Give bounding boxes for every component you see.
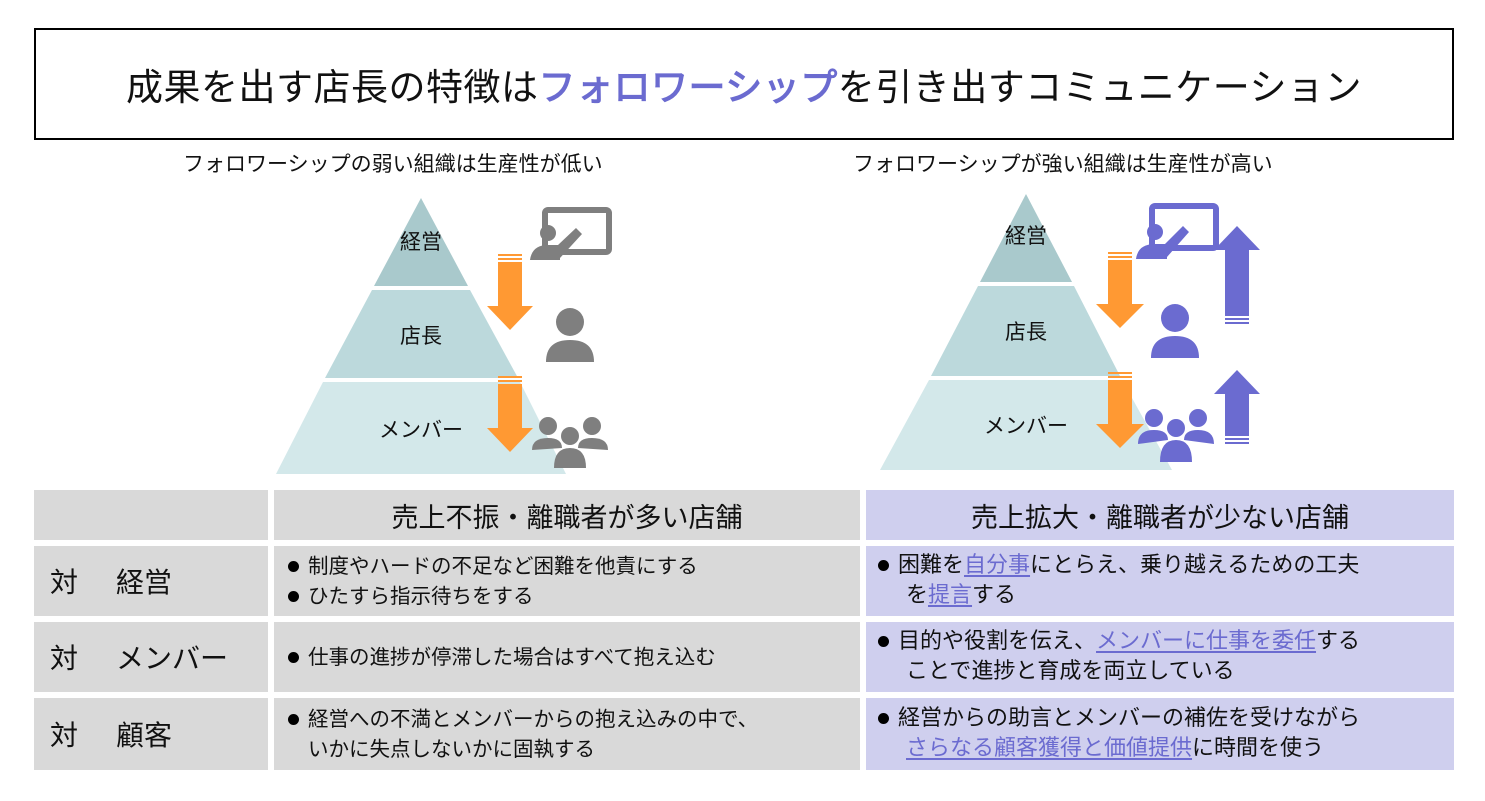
bullet-continuation: さらなる顧客獲得と価値提供に時間を使う bbox=[906, 736, 1325, 761]
person-icon bbox=[1151, 304, 1199, 358]
title-before: 成果を出す店長の特徴は bbox=[125, 66, 539, 109]
bullet-item: 目的や役割を伝え、メンバーに仕事を委任する bbox=[878, 627, 1360, 657]
bullet-dot-icon bbox=[288, 561, 299, 572]
poor-store-cell: 制度やハードの不足など困難を他責にする ひたすら指示待ちをする bbox=[274, 546, 860, 616]
bullet-dot-icon bbox=[288, 714, 299, 725]
pyramid-tier-bottom bbox=[880, 380, 1172, 470]
bullet-item: 困難を自分事にとらえ、乗り越えるための工夫 bbox=[878, 551, 1359, 581]
down-arrow-icon bbox=[1096, 372, 1144, 448]
presenter-icon bbox=[530, 207, 612, 260]
bullet-dot-icon bbox=[878, 636, 889, 647]
right-caption: フォロワーシップが強い組織は生産性が高い bbox=[853, 152, 1273, 176]
up-arrow-icon bbox=[1214, 370, 1260, 444]
tier-label-store-manager: 店長 bbox=[400, 324, 442, 348]
bullet-dot-icon bbox=[288, 652, 299, 663]
header-poor-store: 売上不振・離職者が多い店舗 bbox=[274, 490, 860, 540]
comparison-table: 売上不振・離職者が多い店舗 売上拡大・離職者が少ない店舗 対経営 制度やハードの… bbox=[34, 490, 1454, 776]
bullet-dot-icon bbox=[878, 713, 889, 724]
presenter-icon bbox=[1136, 203, 1219, 259]
pyramid-tier-middle bbox=[325, 290, 518, 378]
pyramid-tier-bottom bbox=[276, 382, 566, 474]
good-store-cell: 困難を自分事にとらえ、乗り越えるための工夫 を提言する bbox=[866, 546, 1454, 616]
down-arrow-icon bbox=[1096, 252, 1144, 328]
table-header-row: 売上不振・離職者が多い店舗 売上拡大・離職者が少ない店舗 bbox=[34, 490, 1454, 540]
pyramid-tier-middle bbox=[931, 286, 1120, 376]
page-title: 成果を出す店長の特徴はフォロワーシップを引き出すコミュニケーション bbox=[126, 57, 1362, 111]
bullet-item: 経営への不満とメンバーからの抱え込みの中で、 bbox=[288, 704, 758, 734]
pyramid-tier-top bbox=[374, 198, 468, 286]
group-icon bbox=[532, 417, 608, 468]
table-row: 対顧客 経営への不満とメンバーからの抱え込みの中で、 いかに失点しないかに固執す… bbox=[34, 698, 1454, 770]
title-after: を引き出すコミュニケーション bbox=[837, 66, 1363, 109]
table-row: 対経営 制度やハードの不足など困難を他責にする ひたすら指示待ちをする 困難を自… bbox=[34, 546, 1454, 616]
up-arrow-icon bbox=[1214, 226, 1260, 324]
group-icon bbox=[1138, 409, 1214, 462]
pyramid-tier-top bbox=[980, 194, 1072, 282]
bullet-continuation: ことで進捗と育成を両立している bbox=[906, 659, 1235, 684]
poor-store-cell: 経営への不満とメンバーからの抱え込みの中で、 いかに失点しないかに固執する bbox=[274, 698, 860, 770]
header-empty-cell bbox=[34, 490, 268, 540]
tier-label-management: 経営 bbox=[1005, 224, 1047, 248]
highlight-text: 提言 bbox=[928, 583, 973, 608]
tier-label-store-manager: 店長 bbox=[1005, 320, 1047, 344]
bullet-dot-icon bbox=[878, 560, 889, 571]
bullet-continuation: いかに失点しないかに固執する bbox=[308, 737, 595, 761]
header-good-store: 売上拡大・離職者が少ない店舗 bbox=[866, 490, 1454, 540]
title-box: 成果を出す店長の特徴はフォロワーシップを引き出すコミュニケーション bbox=[34, 28, 1454, 140]
row-label: 対経営 bbox=[34, 546, 268, 616]
highlight-text: さらなる顧客獲得と価値提供 bbox=[906, 736, 1193, 761]
title-highlight: フォロワーシップ bbox=[538, 66, 838, 109]
good-store-cell: 目的や役割を伝え、メンバーに仕事を委任する ことで進捗と育成を両立している bbox=[866, 622, 1454, 692]
row-label: 対メンバー bbox=[34, 622, 268, 692]
person-icon bbox=[546, 308, 594, 362]
row-label: 対顧客 bbox=[34, 698, 268, 770]
highlight-text: メンバーに仕事を委任 bbox=[1096, 629, 1317, 654]
tier-label-members: メンバー bbox=[984, 414, 1068, 438]
bullet-item: 経営からの助言とメンバーの補佐を受けながら bbox=[878, 704, 1360, 734]
poor-store-cell: 仕事の進捗が停滞した場合はすべて抱え込む bbox=[274, 622, 860, 692]
highlight-text: 自分事 bbox=[964, 553, 1031, 578]
bullet-dot-icon bbox=[288, 591, 299, 602]
table-row: 対メンバー 仕事の進捗が停滞した場合はすべて抱え込む 目的や役割を伝え、メンバー… bbox=[34, 622, 1454, 692]
tier-label-members: メンバー bbox=[379, 418, 463, 442]
left-pyramid-diagram: 経営 店長 メンバー bbox=[270, 190, 630, 480]
down-arrow-icon bbox=[487, 254, 533, 330]
bullet-item: ひたすら指示待ちをする bbox=[288, 581, 698, 611]
bullet-item: 仕事の進捗が停滞した場合はすべて抱え込む bbox=[288, 642, 716, 672]
bullet-continuation: を提言する bbox=[906, 583, 1017, 608]
right-pyramid-diagram: 経営 店長 メンバー bbox=[870, 190, 1270, 480]
left-caption: フォロワーシップの弱い組織は生産性が低い bbox=[183, 152, 603, 176]
good-store-cell: 経営からの助言とメンバーの補佐を受けながら さらなる顧客獲得と価値提供に時間を使… bbox=[866, 698, 1454, 770]
down-arrow-icon bbox=[487, 376, 533, 452]
bullet-item: 制度やハードの不足など困難を他責にする bbox=[288, 551, 698, 581]
tier-label-management: 経営 bbox=[400, 230, 442, 254]
